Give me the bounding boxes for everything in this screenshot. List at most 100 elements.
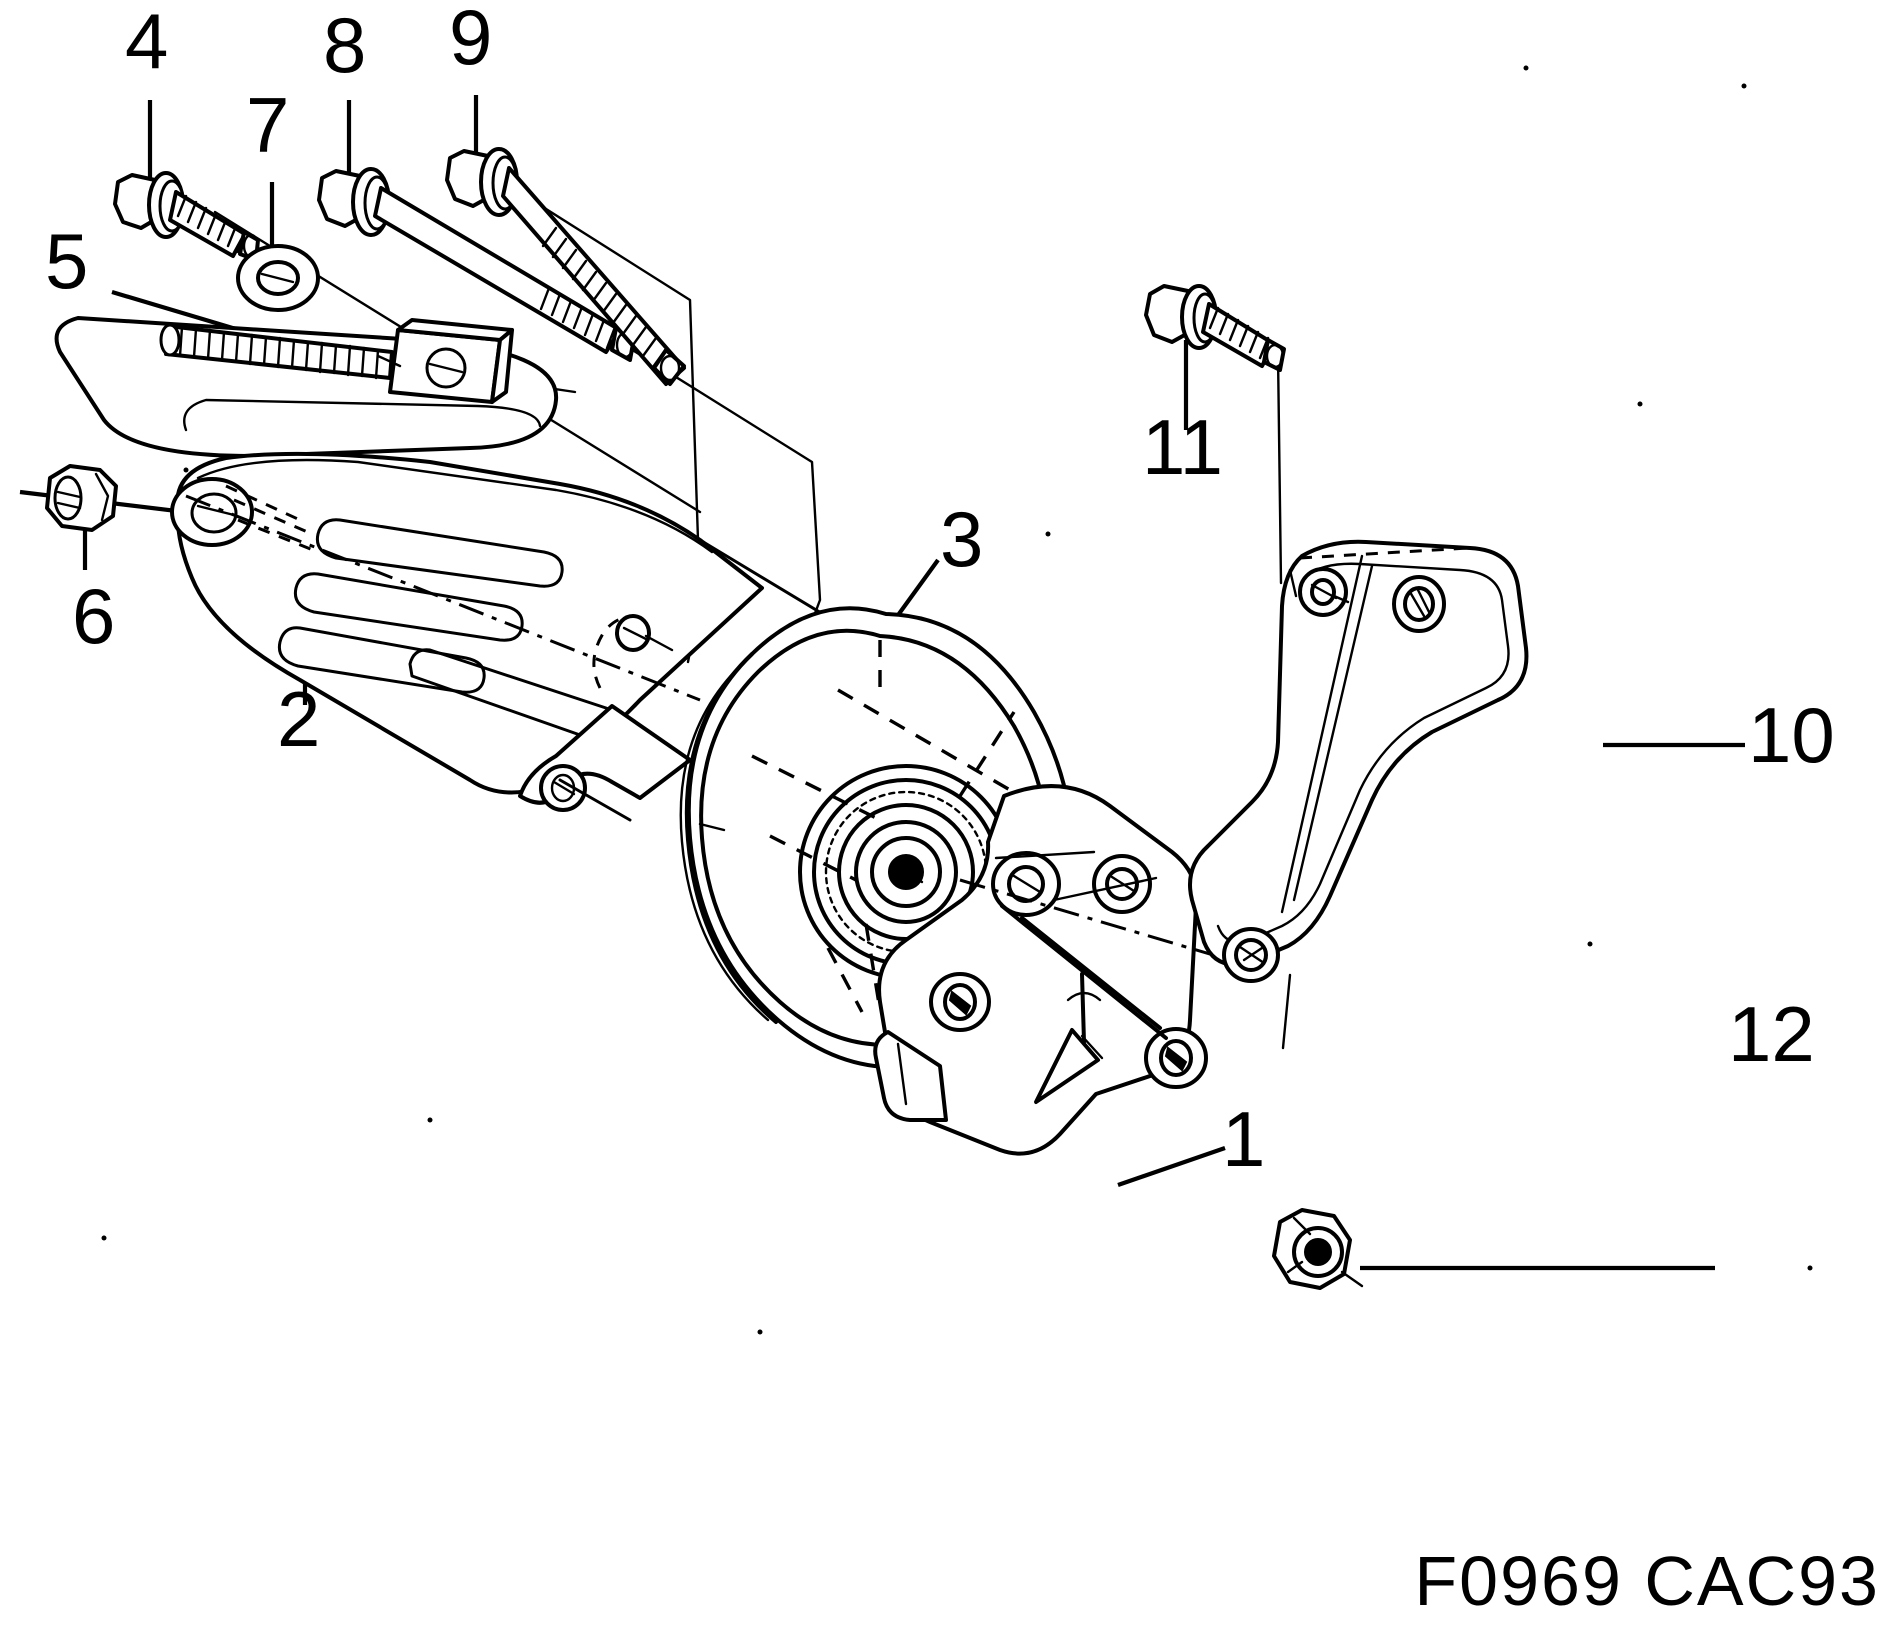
pulley-hidden-g xyxy=(826,947,864,1013)
strut-10-top-tick xyxy=(1288,568,1298,598)
bracket-1-foot xyxy=(873,1030,948,1122)
bracket-1-top-edge-b xyxy=(994,850,1096,860)
strut-10-fold-b xyxy=(1292,564,1374,902)
diagram-caption: F0969 CAC93 xyxy=(1414,1542,1880,1620)
bracket-1-eye-b-bore xyxy=(1105,867,1139,901)
callout-7: 7 xyxy=(246,81,290,169)
pulley-hidden-d xyxy=(837,688,1011,792)
bracket-2-hidden-b xyxy=(233,498,313,536)
pulley-hidden-b xyxy=(751,754,881,822)
pulley-hub-ring-3 xyxy=(854,820,958,924)
callout-9: 9 xyxy=(449,0,493,81)
bracket-2-body xyxy=(175,451,764,795)
strut-10-eye-b xyxy=(1392,575,1446,633)
pulley-hub-slot xyxy=(891,860,924,884)
nut-6-facet xyxy=(94,472,110,522)
strut-10-eye-b-thread-a xyxy=(1408,590,1426,618)
nut-12-bore xyxy=(1304,1238,1332,1266)
bracket-2-hidden-c xyxy=(237,518,319,554)
bracket-2-rib-1 xyxy=(315,518,564,588)
bolt-8-shank xyxy=(373,186,622,354)
part-7-washer xyxy=(236,244,320,312)
pulley-hidden-c xyxy=(769,834,857,882)
part-5-adjuster-arm xyxy=(54,316,559,458)
bracket-1-ridge-cap xyxy=(1066,991,1102,1002)
adjuster-screw-threads xyxy=(178,325,380,380)
adjuster-block-bore-line xyxy=(428,362,464,374)
adjuster-screw-thru xyxy=(376,354,402,368)
bracket-2-centreline xyxy=(185,494,701,702)
callout-3: 3 xyxy=(940,495,984,583)
part-4-bolt-short xyxy=(113,171,260,262)
pulley-rim-band xyxy=(699,628,1050,1047)
callout-8: 8 xyxy=(323,1,367,89)
strut-10-fold xyxy=(1280,554,1364,914)
part-11-bolt xyxy=(1144,284,1286,372)
callout-1: 1 xyxy=(1222,1095,1266,1183)
nut-6-bore xyxy=(53,475,83,521)
adjuster-strap-inner xyxy=(183,398,542,432)
bolt-8-threads xyxy=(539,286,617,350)
bolt-9-tip-end xyxy=(659,354,681,382)
bracket-1-rib-a xyxy=(1000,904,1168,1040)
strut-10-eye-c-slot-b xyxy=(1242,946,1264,962)
nut-12-bore-slot xyxy=(1308,1242,1330,1260)
bolt-4-shank xyxy=(168,190,247,258)
callout-11: 11 xyxy=(1142,403,1223,491)
pulley-hidden-e xyxy=(958,711,1016,797)
strut-10-eye-b-thread-b xyxy=(1416,588,1432,616)
part-6-flange-nut xyxy=(45,464,118,532)
strut-10-eye-a-slot xyxy=(1310,583,1338,600)
axis-bolt-11 xyxy=(1276,353,1283,585)
bracket-1-eye-c-bore xyxy=(943,983,977,1021)
callout-10: 10 xyxy=(1748,691,1835,779)
callout-12: 12 xyxy=(1728,990,1815,1078)
pulley-tick-a xyxy=(698,822,726,832)
bracket-2-panel-edge-b xyxy=(558,778,632,822)
callout-6: 6 xyxy=(72,572,116,660)
part-10-rear-strut xyxy=(1188,539,1529,983)
bracket-1-ridge xyxy=(1080,972,1086,1044)
nut-6-bore-line-b xyxy=(56,501,82,510)
callout-2: 2 xyxy=(277,675,321,763)
bracket-2-hidden-a xyxy=(225,484,301,522)
scan-specks xyxy=(101,65,1813,1335)
axis-nut-12 xyxy=(1281,973,1292,1050)
part-2-support-bracket xyxy=(170,451,868,822)
bracket-2-lug-bore-line xyxy=(552,780,576,796)
part-8-bolt-long-a xyxy=(317,167,636,362)
bracket-2-screw-slot xyxy=(622,626,650,642)
pulley-back-wall-inner xyxy=(679,662,770,1022)
nut-12-facet-b xyxy=(1286,1260,1304,1274)
part-12-hex-nut xyxy=(1272,1208,1364,1290)
bracket-2-rib-2 xyxy=(293,572,524,642)
nut-12-facet-a xyxy=(1292,1216,1312,1236)
bolt-11-tip-end xyxy=(1265,343,1285,369)
part-1-lower-bracket xyxy=(873,784,1231,1156)
adjuster-block-side xyxy=(490,328,514,404)
strut-10-inner-edge xyxy=(1216,562,1510,944)
bracket-1-eye-d-bore xyxy=(1159,1039,1193,1077)
pulley-back-wall xyxy=(684,652,778,1024)
bracket-1-eye-a-slot xyxy=(1012,874,1042,894)
bracket-1-eye-c-slot xyxy=(948,990,972,1016)
bracket-1-eye-d-slot xyxy=(1164,1046,1188,1072)
callout-5: 5 xyxy=(45,217,89,305)
strut-10-top-dash xyxy=(1299,546,1469,560)
bracket-1-rib-b xyxy=(1020,916,1162,1030)
bracket-1-centreline xyxy=(959,878,1231,962)
bracket-1-foot-edge xyxy=(896,1042,908,1106)
strut-10-eye-a-tick xyxy=(1332,594,1350,604)
bracket-2-edge-thickness xyxy=(196,458,714,554)
bracket-2-boss-line xyxy=(196,504,236,517)
bracket-1-top-edge xyxy=(1052,876,1158,902)
callout-4: 4 xyxy=(125,0,169,85)
strut-10-eye-c-bore xyxy=(1234,938,1268,972)
nut-12-stud xyxy=(1340,1270,1364,1288)
nut-6-bore-line-a xyxy=(56,490,82,499)
strut-10-eye-a-bore xyxy=(1310,578,1336,606)
adjuster-screw-end xyxy=(159,323,181,357)
bracket-2-screw-shank xyxy=(644,634,674,652)
